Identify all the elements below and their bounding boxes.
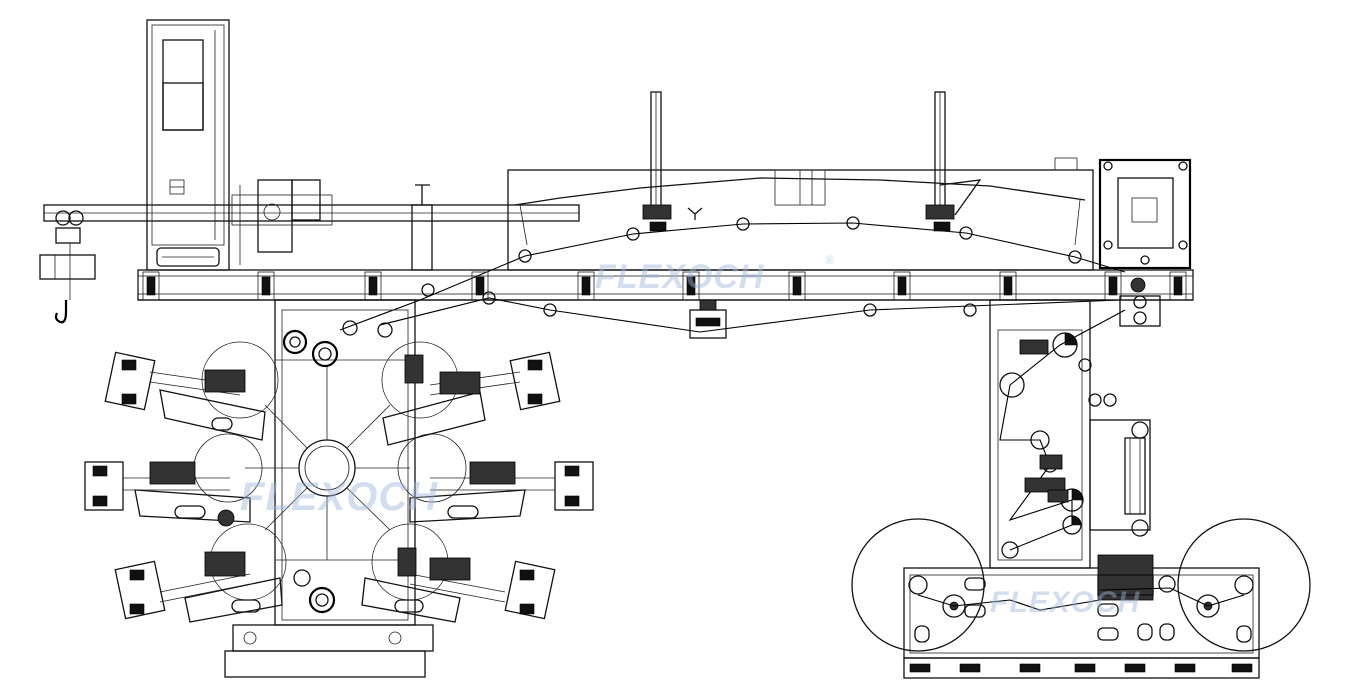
print-deck-lower-right (361, 547, 556, 623)
central-impression-unit (193, 299, 467, 678)
winder-base (851, 518, 1311, 679)
watermark-registered-mark: ® (825, 253, 835, 267)
watermark-text-left: FLEXOCH (240, 475, 438, 519)
watermark-text-top: FLEXOCH (595, 258, 765, 296)
watermark: FLEXOCH ® FLEXOCH FLEXOCH (240, 253, 1141, 619)
blower-motor (231, 179, 433, 271)
print-deck-middle-right (409, 461, 594, 523)
watermark-text-right: FLEXOCH (990, 586, 1141, 619)
crane-hoist (39, 210, 96, 324)
control-cabinet (146, 19, 230, 271)
print-deck-upper-left (104, 351, 266, 441)
beam-brackets (142, 271, 1187, 301)
hook-icon (54, 300, 68, 324)
rewind-tower (989, 158, 1192, 569)
print-deck-middle-left (84, 461, 251, 527)
print-deck-upper-right (382, 351, 561, 446)
overhead-dryer-frame (43, 91, 1194, 339)
web-guide-carriage (689, 299, 727, 339)
print-deck-lower-left (114, 551, 283, 623)
tunnel-lift-cylinders (642, 91, 982, 232)
